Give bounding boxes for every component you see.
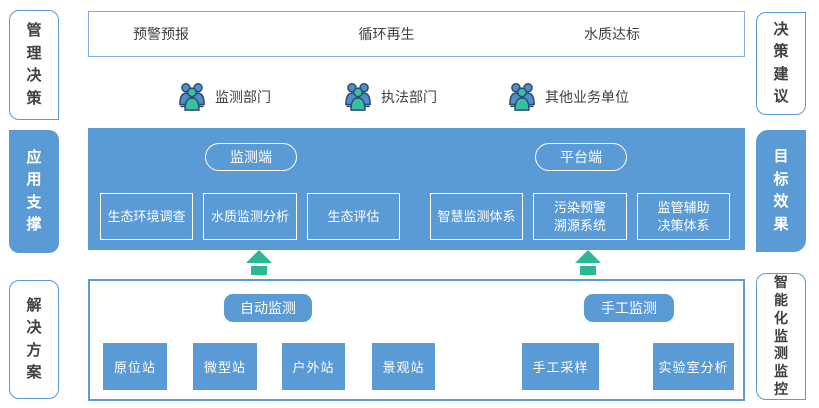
label-application-support-text: 应用支撑 xyxy=(26,148,42,234)
module-box-supervision-support: 监管辅助 决策体系 xyxy=(637,193,730,240)
station-box-outdoor: 户外站 xyxy=(282,343,345,390)
pill-monitor-side-label: 监测端 xyxy=(230,149,272,165)
department-law-enforcement: 执法部门 xyxy=(344,79,437,115)
label-decision-advice: 决策建议 xyxy=(756,12,806,115)
pill-auto-monitoring-label: 自动监测 xyxy=(240,300,296,316)
pill-manual-monitoring: 手工监测 xyxy=(584,294,674,322)
station-box-lab-analysis: 实验室分析 xyxy=(653,343,734,390)
label-target-effect: 目标效果 xyxy=(756,130,806,252)
label-intelligent-monitoring: 智能化监测监控 xyxy=(756,273,806,400)
application-band: 监测端 平台端 生态环境调查 水质监测分析 生态评估 智慧监测体系 污染预警 溯… xyxy=(88,128,745,250)
pill-monitor-side: 监测端 xyxy=(205,143,297,171)
station-box-micro: 微型站 xyxy=(193,343,257,390)
people-group-icon xyxy=(179,82,205,111)
pill-platform-side-label: 平台端 xyxy=(560,149,602,165)
module-box-eco-survey: 生态环境调查 xyxy=(100,193,193,240)
pill-manual-monitoring-label: 手工监测 xyxy=(601,300,657,316)
department-other-business: 其他业务单位 xyxy=(508,79,629,115)
department-label: 执法部门 xyxy=(381,89,437,105)
label-solution: 解决方案 xyxy=(9,280,59,399)
department-label: 监测部门 xyxy=(215,89,271,105)
people-group-icon xyxy=(345,82,371,111)
module-box-smart-monitoring: 智慧监测体系 xyxy=(430,193,523,240)
goal-item-recycling: 循环再生 xyxy=(358,26,415,42)
label-target-effect-text: 目标效果 xyxy=(773,148,789,233)
pill-platform-side: 平台端 xyxy=(535,143,627,171)
label-solution-text: 解决方案 xyxy=(26,296,42,382)
department-monitoring: 监测部门 xyxy=(178,79,271,115)
department-label: 其他业务单位 xyxy=(545,89,629,105)
pill-auto-monitoring: 自动监测 xyxy=(224,294,312,322)
people-group-icon xyxy=(509,82,535,111)
label-management-decision-text: 管理决策 xyxy=(26,22,42,107)
label-intelligent-monitoring-text: 智能化监测监控 xyxy=(774,274,788,397)
module-box-eco-assessment: 生态评估 xyxy=(307,193,400,240)
up-arrow-icon xyxy=(575,250,601,275)
goals-bar: 预警预报 循环再生 水质达标 xyxy=(88,11,745,57)
station-box-landscape: 景观站 xyxy=(372,343,435,390)
station-box-in-situ: 原位站 xyxy=(103,343,167,390)
label-application-support: 应用支撑 xyxy=(9,130,59,253)
module-box-water-analysis: 水质监测分析 xyxy=(203,193,297,240)
goal-item-early-warning: 预警预报 xyxy=(133,26,189,42)
module-box-pollution-warning: 污染预警 溯源系统 xyxy=(533,193,627,240)
goal-item-water-quality: 水质达标 xyxy=(584,26,640,42)
station-box-manual-sampling: 手工采样 xyxy=(522,343,599,390)
up-arrow-icon xyxy=(246,250,272,275)
solution-band: 自动监测 手工监测 原位站 微型站 户外站 景观站 手工采样 实验室分析 xyxy=(88,279,745,401)
label-management-decision: 管理决策 xyxy=(9,10,59,120)
label-decision-advice-text: 决策建议 xyxy=(773,20,789,106)
